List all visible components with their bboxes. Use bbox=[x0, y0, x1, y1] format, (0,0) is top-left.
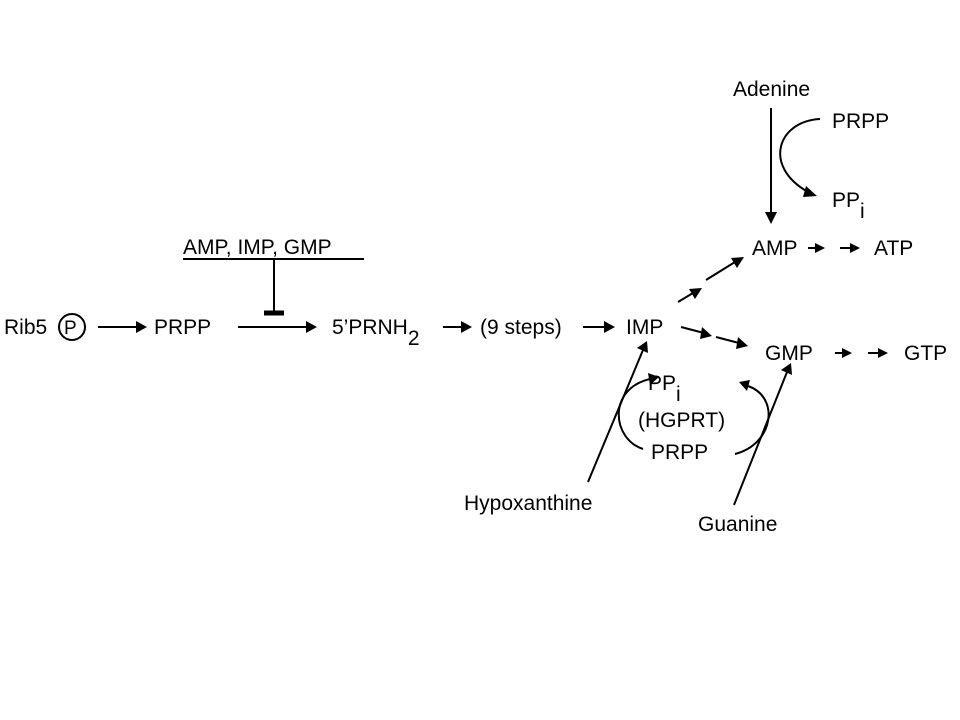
ppi-adenine-subscript: i bbox=[860, 200, 865, 223]
arrow-gmp-to-gtp bbox=[835, 348, 888, 358]
arrow-hypoxanthine-to-imp bbox=[587, 341, 648, 483]
ppi-hgprt-subscript: i bbox=[676, 383, 681, 406]
gmp-label: GMP bbox=[765, 342, 813, 365]
adenine-label: Adenine bbox=[733, 78, 810, 101]
hypoxanthine-label: Hypoxanthine bbox=[464, 492, 592, 515]
arrow-9steps-to-imp bbox=[583, 321, 615, 333]
ppi-adenine-base: PP bbox=[832, 189, 860, 212]
prnh-subscript: 2 bbox=[408, 327, 420, 350]
arrow-adenine-to-amp bbox=[765, 108, 777, 224]
hgprt-label: (HGPRT) bbox=[638, 409, 725, 432]
phosphate-circle bbox=[58, 313, 86, 341]
rib5-label: Rib5 bbox=[4, 316, 47, 339]
amp-label: AMP bbox=[752, 237, 798, 260]
prnh-base: 5’PRNH bbox=[332, 316, 408, 339]
atp-label: ATP bbox=[874, 237, 913, 260]
prpp-hgprt-label: PRPP bbox=[651, 441, 708, 464]
arrow-rib5-to-prpp bbox=[98, 321, 147, 333]
phosphate-label: P bbox=[64, 318, 77, 339]
prpp-main-label: PRPP bbox=[154, 316, 211, 339]
arrow-prpp-to-ppi-left bbox=[617, 373, 659, 450]
arrow-prpp-to-prnh bbox=[238, 321, 317, 333]
arrow-prpp-to-ppi-right bbox=[734, 380, 770, 455]
prnh-label: 5’PRNH2 bbox=[332, 316, 420, 350]
imp-label: IMP bbox=[626, 316, 663, 339]
ppi-adenine-label: PPi bbox=[832, 189, 865, 223]
guanine-label: Guanine bbox=[698, 513, 777, 536]
arrow-imp-to-gmp bbox=[680, 326, 748, 349]
nine-steps-label: (9 steps) bbox=[480, 316, 562, 339]
inhibitors-label: AMP, IMP, GMP bbox=[183, 236, 332, 259]
arrow-imp-to-amp bbox=[677, 257, 744, 303]
arrow-amp-to-atp bbox=[808, 243, 860, 253]
gtp-label: GTP bbox=[904, 342, 947, 365]
arrow-prpp-to-ppi-adenine bbox=[779, 118, 821, 197]
arrow-prnh-to-9steps bbox=[443, 321, 472, 333]
prpp-adenine-label: PRPP bbox=[832, 110, 889, 133]
